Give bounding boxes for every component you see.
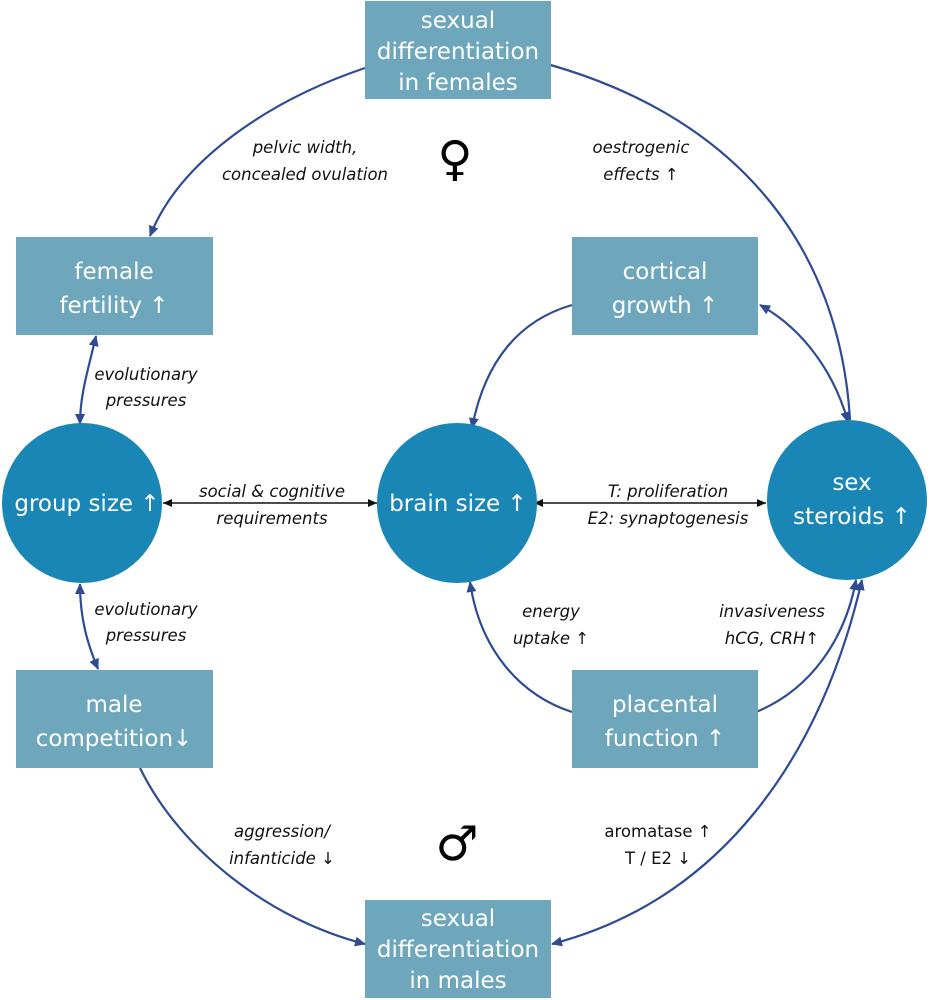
arrow-males-steroids (551, 579, 865, 947)
arrow-females-to-fertility (148, 66, 366, 237)
arrow-cortical-to-brainsize (468, 303, 573, 429)
label-pelvic-width: pelvic width,concealed ovulation (222, 138, 388, 184)
svg-text:brain size ↑: brain size ↑ (389, 491, 527, 517)
arrow-groupsize-competition (75, 583, 100, 670)
arrow-cortical-steroids (759, 304, 851, 423)
label-aromatase: aromatase ↑T / E2 ↓ (604, 822, 711, 868)
male-symbol-icon: ♂ (435, 816, 478, 872)
connectors (75, 55, 865, 947)
female-symbol-icon: ♀ (437, 131, 472, 187)
arrow-competition-to-males (139, 767, 366, 947)
svg-text:group size ↑: group size ↑ (14, 491, 159, 517)
label-aggression-infanticide: aggression/infanticide ↓ (229, 822, 335, 868)
node-brain-size: brain size ↑ (377, 423, 537, 583)
node-group-size: group size ↑ (2, 423, 162, 583)
arrow-fertility-groupsize (75, 335, 99, 425)
